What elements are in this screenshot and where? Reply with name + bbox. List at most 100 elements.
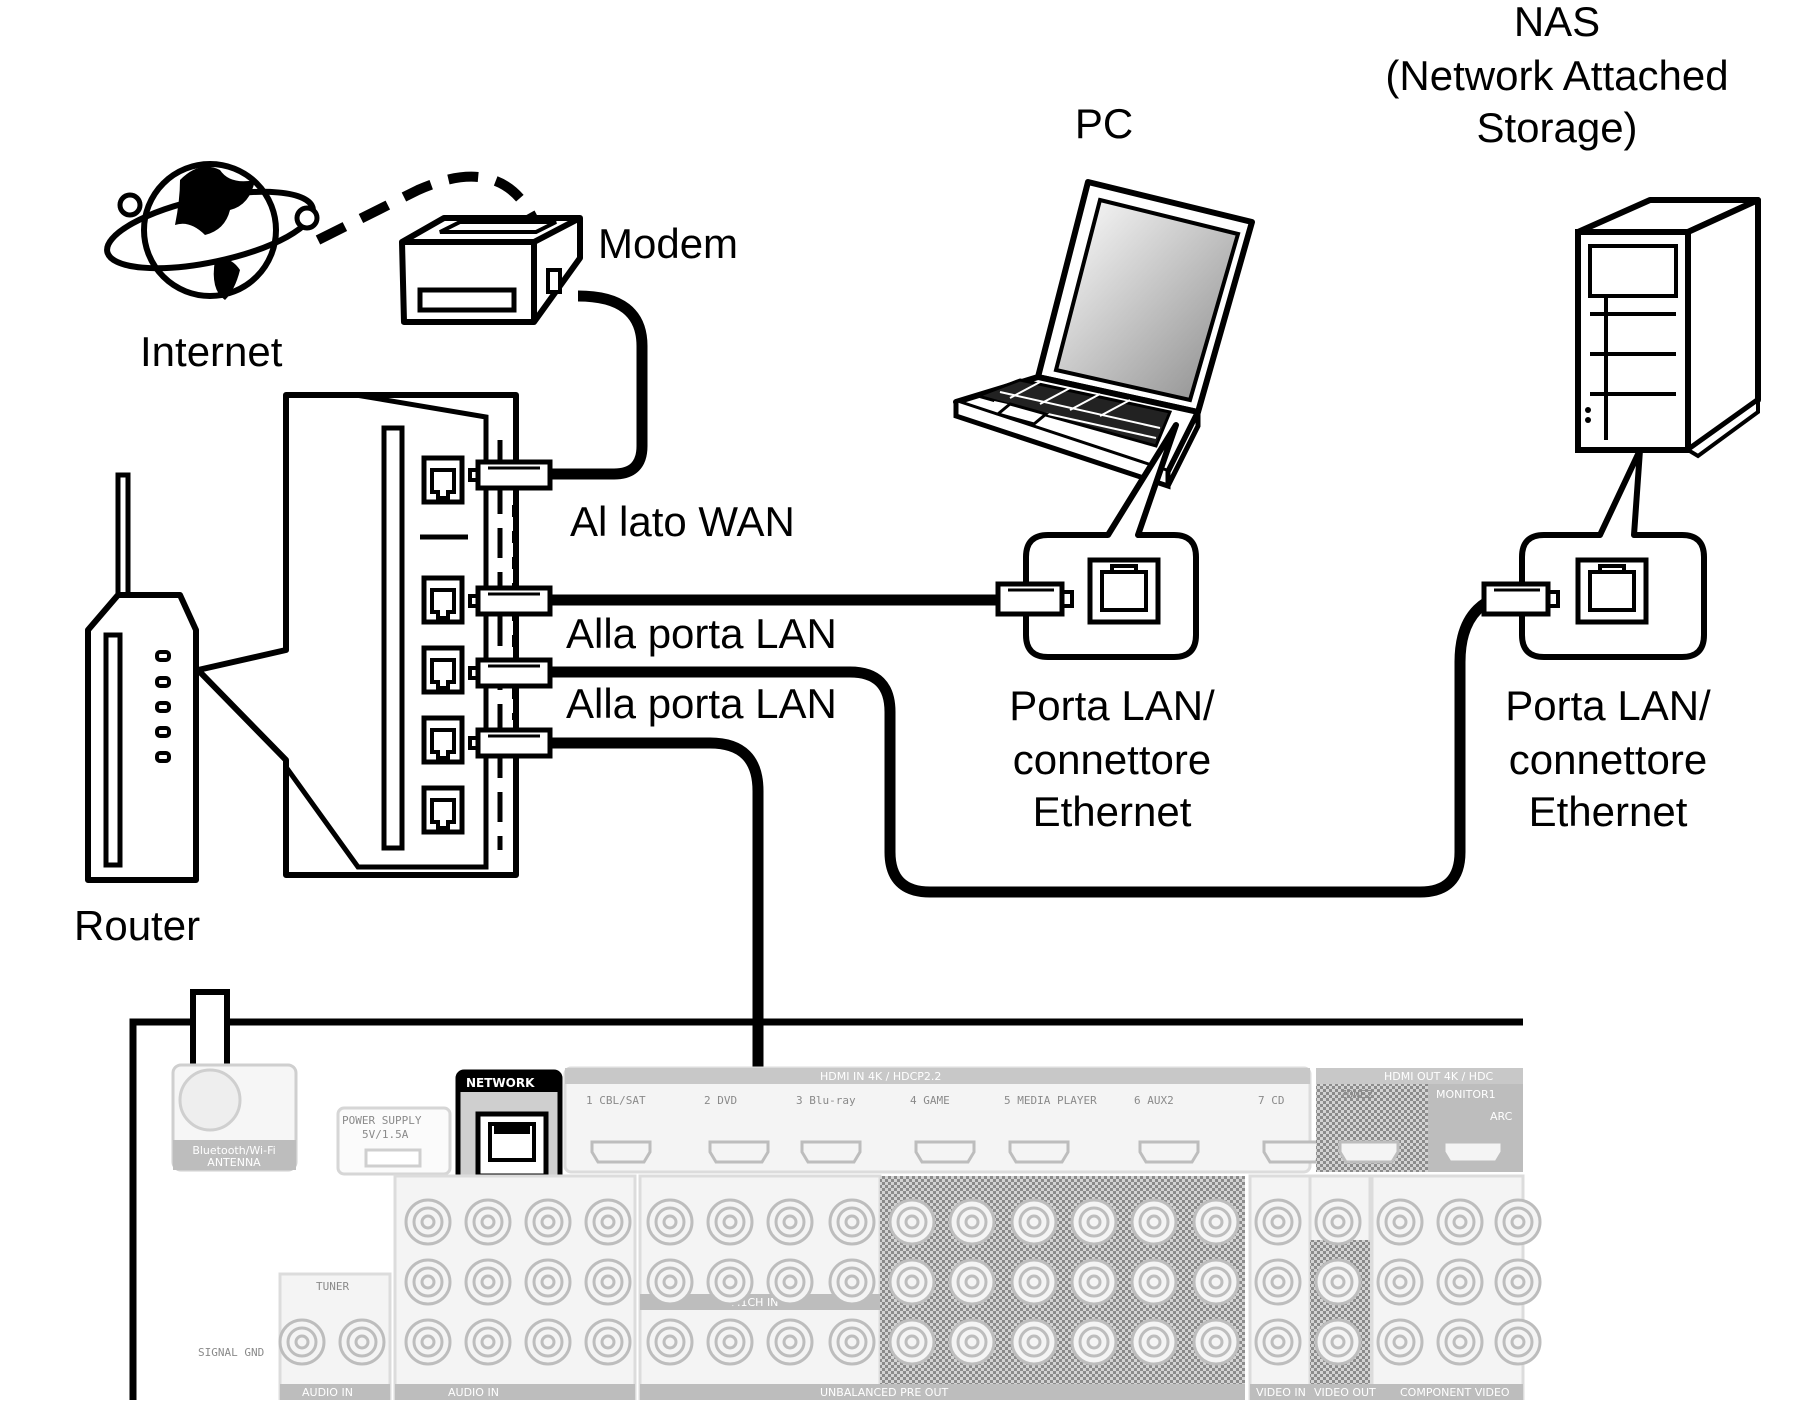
rca-jack[interactable] xyxy=(1010,1318,1058,1366)
router-label: Router xyxy=(74,902,200,949)
rca-jack[interactable] xyxy=(1314,1258,1362,1306)
rca-jack[interactable] xyxy=(1070,1258,1118,1306)
rca-jack[interactable] xyxy=(1070,1318,1118,1366)
lan-port-label-2: Alla porta LAN xyxy=(566,680,837,727)
wireless-link-icon xyxy=(315,171,543,245)
rca-jack[interactable] xyxy=(1376,1198,1424,1246)
rca-jack[interactable] xyxy=(1070,1198,1118,1246)
rca-jack[interactable] xyxy=(1436,1318,1484,1366)
rca-jack[interactable] xyxy=(464,1258,512,1306)
zone2-label: ZONE2 xyxy=(1340,1088,1373,1101)
rca-jack[interactable] xyxy=(706,1318,754,1366)
nas-port-label-1: Porta LAN/ xyxy=(1505,682,1711,729)
rca-jack[interactable] xyxy=(464,1198,512,1246)
router-wan-port-icon xyxy=(421,455,465,505)
rca-jack[interactable] xyxy=(1192,1258,1240,1306)
rca-jack[interactable] xyxy=(646,1258,694,1306)
rca-jack[interactable] xyxy=(766,1198,814,1246)
rca-jack[interactable] xyxy=(1254,1198,1302,1246)
antenna-label-1: Bluetooth/Wi-Fi xyxy=(192,1144,275,1157)
nas-lan-port-callout xyxy=(1519,447,1707,660)
rca-jack[interactable] xyxy=(828,1258,876,1306)
nas-title: NAS xyxy=(1514,0,1600,45)
rca-jack[interactable] xyxy=(1436,1258,1484,1306)
rca-jack[interactable] xyxy=(828,1318,876,1366)
hdmi-input-port[interactable] xyxy=(1008,1140,1070,1164)
lan-plug-receiver-icon xyxy=(468,727,553,759)
router-lan-port-1-icon xyxy=(421,575,465,625)
nas-server-icon xyxy=(1575,197,1761,459)
rca-jack[interactable] xyxy=(584,1198,632,1246)
hdmi-in-label: HDMI IN 4K / HDCP2.2 xyxy=(820,1070,941,1083)
hdmi-out-label: HDMI OUT 4K / HDC xyxy=(1384,1070,1494,1083)
hdmi-input-port[interactable] xyxy=(800,1140,862,1164)
nas-port-label-3: Ethernet xyxy=(1529,788,1688,835)
rca-jack[interactable] xyxy=(646,1198,694,1246)
rca-jack[interactable] xyxy=(646,1318,694,1366)
network-port-label: NETWORK xyxy=(466,1076,535,1090)
lan-plug-nas-icon xyxy=(468,657,553,689)
rca-jack[interactable] xyxy=(524,1318,572,1366)
pc-port-label-3: Ethernet xyxy=(1033,788,1192,835)
rca-jack[interactable] xyxy=(1192,1198,1240,1246)
rca-jack[interactable] xyxy=(948,1258,996,1306)
rca-jack[interactable] xyxy=(766,1258,814,1306)
tuner-label: TUNER xyxy=(316,1280,349,1293)
rca-jack[interactable] xyxy=(706,1198,754,1246)
rca-jack[interactable] xyxy=(1314,1198,1362,1246)
rca-jack[interactable] xyxy=(1436,1198,1484,1246)
component-video-label: COMPONENT VIDEO xyxy=(1400,1386,1510,1399)
receiver-network-port[interactable]: NETWORK xyxy=(455,1069,563,1187)
hdmi-input-port[interactable] xyxy=(1138,1140,1200,1164)
hdmi-input-label: 5 MEDIA PLAYER xyxy=(1004,1094,1097,1107)
rca-jack[interactable] xyxy=(1010,1258,1058,1306)
rca-jack[interactable] xyxy=(1314,1318,1362,1366)
rca-jack[interactable] xyxy=(524,1198,572,1246)
rca-jack[interactable] xyxy=(828,1198,876,1246)
rca-jack[interactable] xyxy=(1254,1318,1302,1366)
rca-jack[interactable] xyxy=(1494,1258,1542,1306)
rca-jack[interactable] xyxy=(1494,1198,1542,1246)
router-rear-panel-callout xyxy=(195,392,519,878)
nas-plug-icon xyxy=(1481,581,1560,617)
hdmi-input-port[interactable] xyxy=(590,1140,652,1164)
wan-plug-icon xyxy=(468,459,553,491)
rca-jack[interactable] xyxy=(1494,1318,1542,1366)
rca-jack[interactable] xyxy=(888,1318,936,1366)
hdmi-input-port[interactable] xyxy=(708,1140,770,1164)
hdmi-input-label: 7 CD xyxy=(1258,1094,1285,1107)
rca-jack[interactable] xyxy=(1192,1318,1240,1366)
rca-jack[interactable] xyxy=(1010,1198,1058,1246)
rca-jack[interactable] xyxy=(1130,1198,1178,1246)
rca-jack[interactable] xyxy=(404,1258,452,1306)
rca-jack[interactable] xyxy=(464,1318,512,1366)
video-in-label: VIDEO IN xyxy=(1256,1386,1306,1399)
rca-jack[interactable] xyxy=(888,1198,936,1246)
pc-port-label-2: connettore xyxy=(1013,736,1211,783)
rca-jack[interactable] xyxy=(706,1258,754,1306)
rca-jack[interactable] xyxy=(404,1198,452,1246)
rca-jack[interactable] xyxy=(524,1258,572,1306)
pc-label: PC xyxy=(1075,100,1133,147)
rca-jack[interactable] xyxy=(948,1318,996,1366)
rca-jack[interactable] xyxy=(888,1258,936,1306)
audio-in-label: AUDIO IN xyxy=(448,1386,499,1399)
rca-jack[interactable] xyxy=(1376,1258,1424,1306)
rca-jack[interactable] xyxy=(404,1318,452,1366)
rca-jack[interactable] xyxy=(1254,1258,1302,1306)
tuner-jack[interactable] xyxy=(338,1318,386,1366)
rca-jack[interactable] xyxy=(766,1318,814,1366)
rca-jack[interactable] xyxy=(584,1318,632,1366)
audio-in-tuner-label: AUDIO IN xyxy=(302,1386,353,1399)
rca-jack[interactable] xyxy=(948,1198,996,1246)
tuner-jack[interactable] xyxy=(278,1318,326,1366)
hdmi-input-port[interactable] xyxy=(1262,1140,1324,1164)
monitor-label: MONITOR1 xyxy=(1436,1088,1496,1101)
rca-jack[interactable] xyxy=(584,1258,632,1306)
rca-jack[interactable] xyxy=(1130,1318,1178,1366)
hdmi-input-port[interactable] xyxy=(914,1140,976,1164)
rca-jack[interactable] xyxy=(1376,1318,1424,1366)
rca-jack[interactable] xyxy=(1130,1258,1178,1306)
lan-port-label-1: Alla porta LAN xyxy=(566,610,837,657)
pc-lan-port-callout xyxy=(1023,422,1199,660)
